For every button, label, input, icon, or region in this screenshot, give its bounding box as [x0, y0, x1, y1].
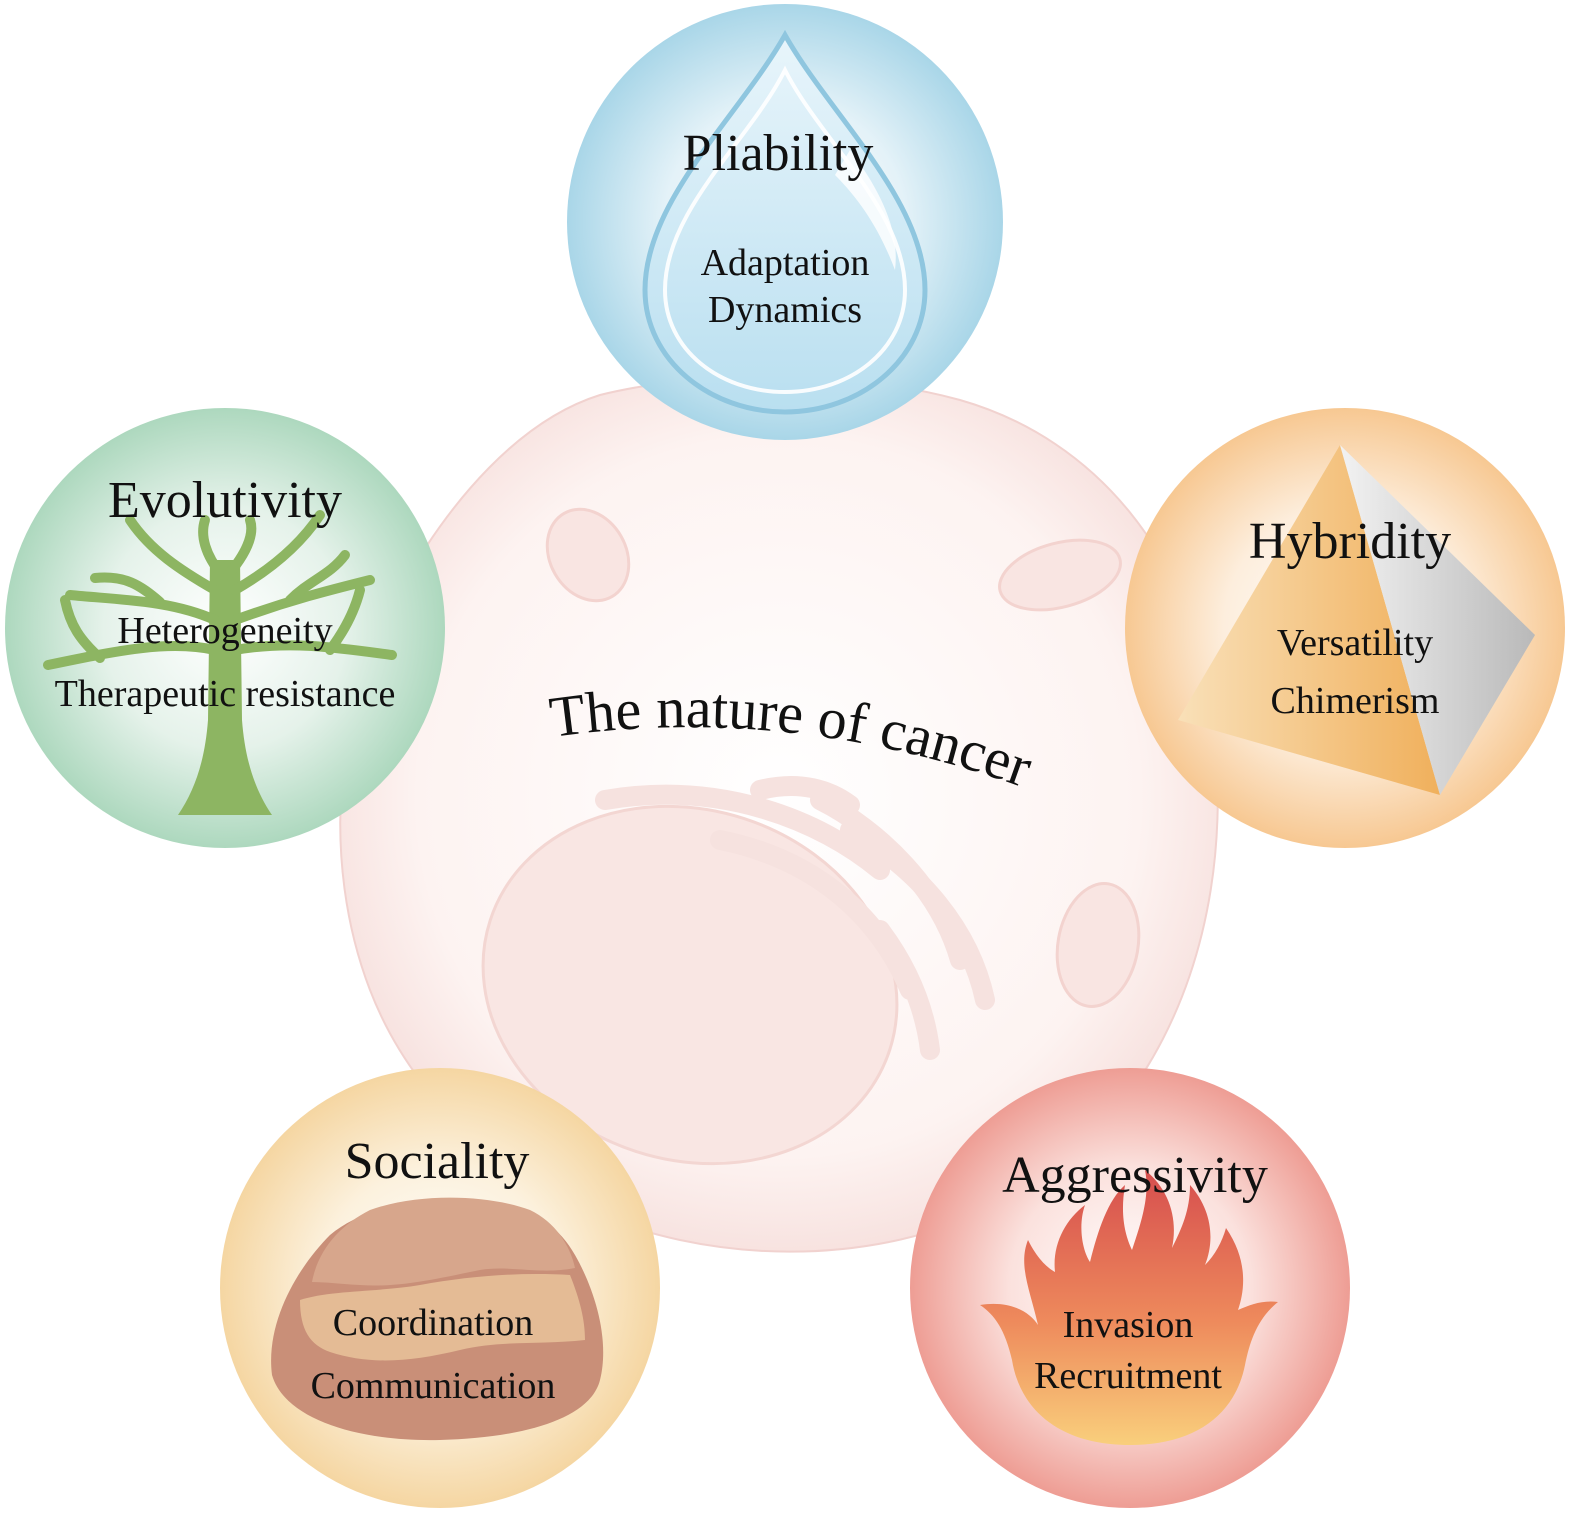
mitochondria-shape	[545, 507, 1141, 1008]
node-title: Aggressivity	[1002, 1147, 1268, 1204]
water-drop-icon	[642, 29, 928, 415]
pyramid-icon	[1178, 445, 1535, 795]
node-title: Pliability	[683, 125, 874, 182]
node-item: Communication	[311, 1365, 556, 1407]
node-sociality: Sociality Coordination Communication	[220, 1068, 660, 1508]
node-evolutivity: Evolutivity Heterogeneity Therapeutic re…	[5, 408, 445, 848]
node-item: Recruitment	[1034, 1355, 1222, 1397]
node-pliability: Pliability Adaptation Dynamics	[567, 4, 1003, 440]
node-item: Heterogeneity	[117, 610, 332, 652]
golgi-shape	[595, 775, 995, 1060]
nucleus-shape	[481, 804, 899, 1166]
node-item: Dynamics	[708, 289, 862, 331]
node-title: Sociality	[345, 1133, 530, 1190]
node-aggressivity: Aggressivity Invasion Recruitment	[910, 1068, 1350, 1508]
node-title: Evolutivity	[108, 472, 342, 529]
node-item: Chimerism	[1271, 680, 1440, 722]
cell-illustration	[339, 375, 1219, 1253]
node-item: Adaptation	[701, 242, 870, 284]
node-item: Versatility	[1277, 622, 1433, 664]
node-hybridity: Hybridity Versatility Chimerism	[1125, 408, 1565, 848]
mound-icon	[271, 1197, 604, 1441]
node-item: Coordination	[333, 1302, 534, 1344]
node-item: Invasion	[1063, 1304, 1194, 1346]
node-item: Therapeutic resistance	[55, 673, 396, 715]
tree-icon	[43, 510, 397, 815]
fire-icon	[980, 1170, 1278, 1445]
node-title: Hybridity	[1249, 513, 1451, 570]
